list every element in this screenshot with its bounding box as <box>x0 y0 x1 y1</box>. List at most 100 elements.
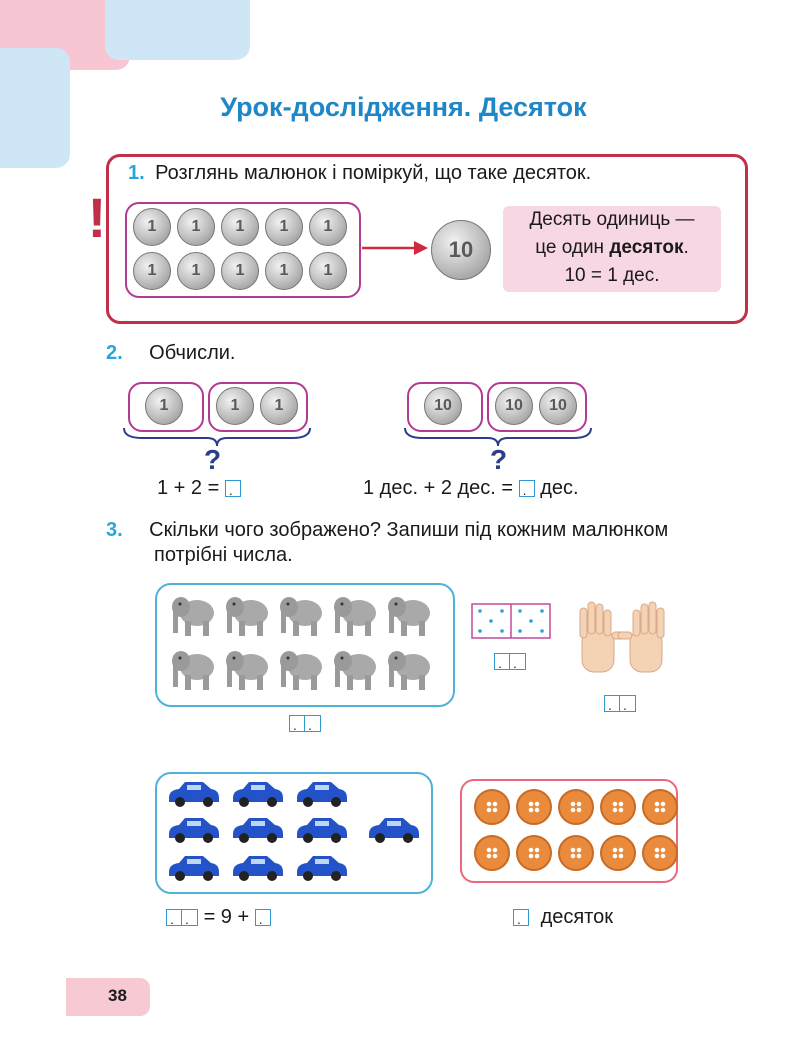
elephant-icon <box>280 597 322 636</box>
button-icon <box>600 789 636 825</box>
task1-frame <box>106 154 748 324</box>
page-title: Урок-дослідження. Десяток <box>220 92 587 122</box>
elephant-icon <box>226 651 268 690</box>
brace-icon <box>123 427 311 447</box>
coin-icon: 1 <box>216 387 254 425</box>
elephants-frame <box>155 583 455 707</box>
domino-answer[interactable] <box>494 653 526 671</box>
car-icon <box>233 818 283 843</box>
coin-icon: 1 <box>133 208 171 246</box>
task3-number: 3. <box>106 519 123 541</box>
left-expression: 1 + 2 = <box>157 477 241 500</box>
car-icon <box>369 818 419 843</box>
buttons-expression: десяток <box>513 906 613 929</box>
coin-icon: 1 <box>221 208 259 246</box>
two-ten-coins-group: 10 10 <box>487 382 587 432</box>
answer-cell[interactable] <box>305 715 321 733</box>
elephants-answer[interactable] <box>289 715 321 733</box>
answer-cell[interactable] <box>604 695 620 713</box>
page-number: 38 <box>108 986 127 1005</box>
answer-cell[interactable] <box>513 909 529 927</box>
task3-text-line2: потрібні числа. <box>154 544 293 566</box>
elephant-icon <box>334 651 376 690</box>
elephant-icon <box>388 651 430 690</box>
right-expression: 1 дес. + 2 дес. = дес. <box>363 477 579 500</box>
task3-heading: 3. Скільки чого зображено? Запиши під ко… <box>106 516 668 546</box>
answer-cell[interactable] <box>224 480 241 498</box>
answer-cell[interactable] <box>289 715 305 733</box>
buttons-frame <box>460 779 678 883</box>
answer-cell[interactable] <box>494 653 510 671</box>
car-icon <box>297 818 347 843</box>
question-mark: ? <box>490 444 508 475</box>
page-number-tab: 38 <box>66 978 150 1016</box>
button-icon <box>600 835 636 871</box>
domino-icon <box>471 603 551 639</box>
question-mark: ? <box>204 444 222 475</box>
cars-answer[interactable] <box>166 909 198 927</box>
task1-text: Розглянь малюнок і поміркуй, що таке дес… <box>155 162 592 184</box>
button-icon <box>474 789 510 825</box>
coin-icon: 1 <box>177 208 215 246</box>
one-ten-coin-group: 10 <box>407 382 483 432</box>
brace-icon <box>404 427 592 447</box>
task3-text-line1: Скільки чого зображено? Запиши під кожни… <box>149 519 669 541</box>
answer-cell[interactable] <box>510 653 526 671</box>
button-icon <box>558 789 594 825</box>
ten-coin-icon: 10 <box>539 387 577 425</box>
two-coins-group: 1 1 <box>208 382 308 432</box>
car-icon <box>297 782 347 807</box>
definition-bold-term: десяток <box>609 237 684 258</box>
cars-expression: = 9 + <box>166 906 271 929</box>
definition-line2: це один десяток. <box>535 237 689 258</box>
button-icon <box>474 835 510 871</box>
one-coin-group: 1 <box>128 382 204 432</box>
ten-coin-icon: 10 <box>431 220 491 280</box>
arrow-right-icon <box>362 241 428 255</box>
definition-line3: 10 = 1 дес. <box>564 265 660 286</box>
coin-icon: 1 <box>260 387 298 425</box>
ten-coin-icon: 10 <box>424 387 462 425</box>
task1-heading: 1. Розглянь малюнок і поміркуй, що таке … <box>128 162 591 185</box>
hands-icon <box>579 601 665 673</box>
button-icon <box>516 789 552 825</box>
button-icon <box>558 835 594 871</box>
elephant-icon <box>172 651 214 690</box>
ten-coins-group: 1 1 1 1 1 1 1 1 1 1 <box>125 202 361 298</box>
coin-icon: 1 <box>309 252 347 290</box>
button-icon <box>642 789 678 825</box>
hands-answer[interactable] <box>604 695 636 713</box>
definition-box: Десять одиниць — це один десяток. 10 = 1… <box>503 206 721 292</box>
ten-coin-icon: 10 <box>495 387 533 425</box>
elephant-icon <box>172 597 214 636</box>
button-icon <box>642 835 678 871</box>
coin-icon: 1 <box>145 387 183 425</box>
answer-cell[interactable] <box>254 909 271 927</box>
elephant-icon <box>226 597 268 636</box>
task1-number: 1. <box>128 162 145 184</box>
corner-decoration-blue-left <box>0 48 70 168</box>
coin-icon: 1 <box>221 252 259 290</box>
car-icon <box>169 856 219 881</box>
task2-number: 2. <box>106 342 123 364</box>
car-icon <box>297 856 347 881</box>
coin-icon: 1 <box>133 252 171 290</box>
coin-icon: 1 <box>265 252 303 290</box>
answer-cell[interactable] <box>620 695 636 713</box>
task2-heading: 2. Обчисли. <box>106 342 235 365</box>
car-icon <box>233 782 283 807</box>
car-icon <box>169 818 219 843</box>
cars-frame <box>155 772 433 894</box>
answer-cell[interactable] <box>166 909 182 927</box>
car-icon <box>233 856 283 881</box>
definition-line1: Десять одиниць — <box>529 209 695 230</box>
corner-decoration-blue <box>105 0 250 60</box>
elephant-icon <box>280 651 322 690</box>
car-icon <box>169 782 219 807</box>
answer-cell[interactable] <box>182 909 198 927</box>
task2-text: Обчисли. <box>149 342 236 364</box>
answer-cell[interactable] <box>518 480 535 498</box>
exclamation-icon: ! <box>87 186 107 249</box>
coin-icon: 1 <box>265 208 303 246</box>
coin-icon: 1 <box>309 208 347 246</box>
